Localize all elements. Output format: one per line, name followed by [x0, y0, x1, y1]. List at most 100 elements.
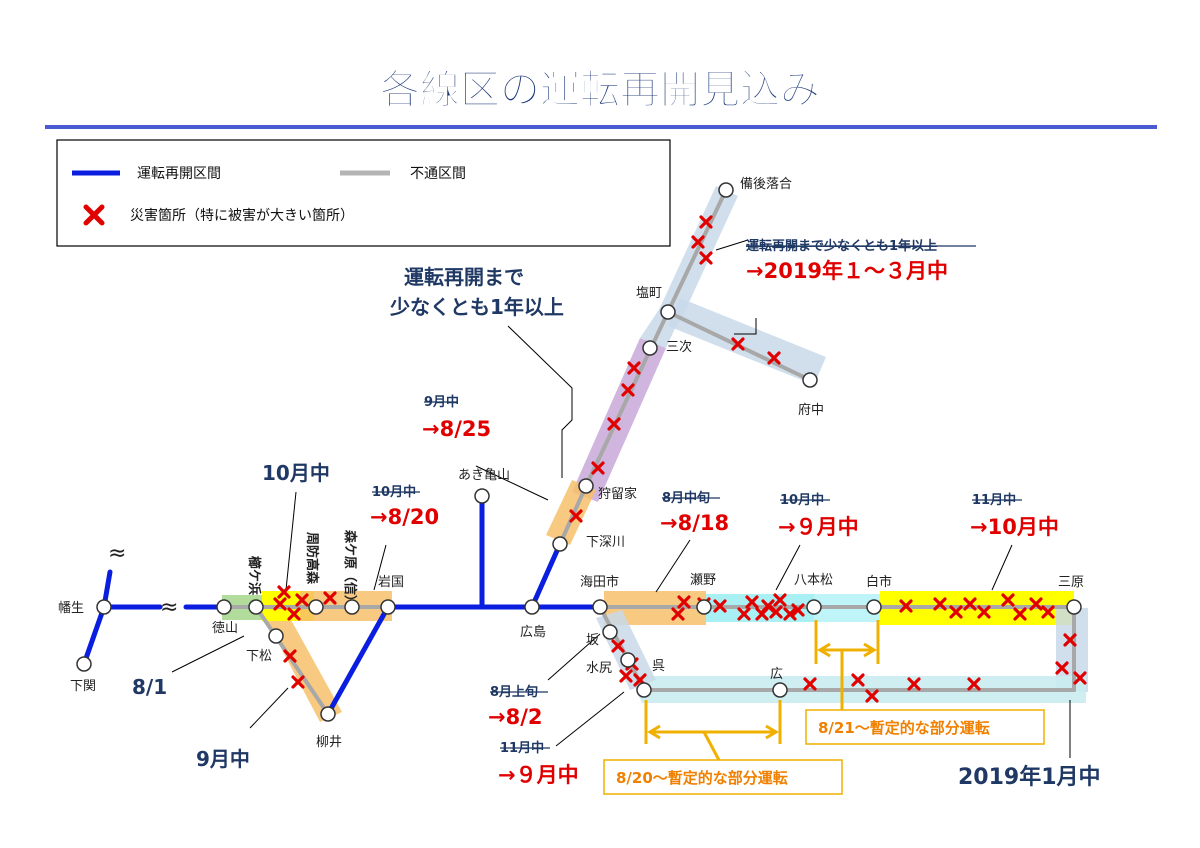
disaster-cross-icon: [621, 383, 635, 397]
disaster-cross-icon: [803, 677, 817, 691]
disaster-cross-icon: [607, 417, 621, 431]
station-label-kaitaichi: 海田市: [580, 574, 619, 590]
station-label-seno: 瀬野: [690, 573, 716, 588]
disaster-cross-icon: [1073, 671, 1087, 685]
legend-cross-icon: [83, 204, 105, 226]
note-partial-hachihonmatsu: 8/21～暫定的な部分運転: [818, 719, 990, 737]
note-sanyo-west: 10月中: [262, 461, 330, 485]
station-label-suokubara: 周防高森: [304, 532, 320, 585]
station-circle: [552, 536, 568, 552]
station-label-kure: 呉: [652, 659, 665, 674]
station-label-shimofukawa: 下深川: [586, 535, 625, 550]
disaster-cross-icon: [1001, 593, 1015, 607]
station-circle: [248, 599, 264, 615]
station-circle: [602, 624, 618, 640]
station-label-mizushiri: 水尻: [586, 661, 612, 676]
disaster-cross-icon: [699, 215, 713, 229]
station-label-fuchu: 府中: [798, 403, 824, 418]
disaster-cross-icon: [1063, 633, 1077, 647]
disaster-cross-icon: [283, 649, 297, 663]
disaster-cross-icon: [277, 585, 291, 599]
note-seno-new: →8/18: [660, 511, 729, 535]
station-circle: [620, 652, 636, 668]
station-label-shimonoseki: 下関: [70, 679, 96, 694]
station-circle: [76, 656, 92, 672]
disaster-cross-icon: [967, 677, 981, 691]
station-circle: [268, 628, 284, 644]
break-mark-west: ≈: [160, 595, 178, 620]
disaster-cross-icon: [791, 603, 805, 617]
disaster-cross-icon: [737, 607, 751, 621]
disaster-cross-icon: [745, 595, 759, 609]
section-bands: [222, 186, 1088, 722]
disaster-cross-icon: [591, 461, 605, 475]
disaster-cross-icon: [773, 593, 787, 607]
station-label-saka: 坂: [586, 633, 599, 648]
annotations: 運転再開まで少なくとも1年以上 →2019年１～３月中 運転再開まで 少なくとも…: [132, 238, 1101, 795]
station-label-hiro: 広: [770, 667, 783, 682]
note-yanai-line: 9月中: [196, 747, 250, 771]
disaster-cross-icon: [1055, 661, 1069, 675]
note-geibi-new: →2019年１～３月中: [746, 259, 948, 283]
station-label-mihara: 三原: [1058, 575, 1084, 590]
legend-reopened-label: 運転再開区間: [137, 166, 221, 182]
disaster-cross-icon: [627, 361, 641, 375]
partial-kure-box: [603, 759, 843, 795]
disaster-cross-icon: [569, 509, 583, 523]
disaster-cross-icon: [691, 235, 705, 249]
disaster-cross-icon: [767, 351, 781, 365]
station-label-miyoshi: 三次: [666, 339, 692, 355]
station-circle: [578, 478, 594, 494]
station-label-shiraichi: 白市: [866, 574, 892, 590]
disaster-cross-icon: [677, 595, 691, 609]
station-circle: [696, 599, 712, 615]
disaster-cross-icon: [783, 607, 797, 621]
page-title: 各線区の運転再開見込み: [380, 67, 820, 113]
station-label-hanyu: 幡生: [58, 601, 84, 616]
station-label-hachihonmatsu: 八本松: [794, 573, 833, 588]
station-circle: [718, 182, 734, 198]
legend-disaster-label: 災害箇所（特に被害が大きい箇所）: [130, 207, 354, 224]
station-label-bingo-ochiai: 備後落合: [740, 176, 792, 192]
disaster-cross-icon: [291, 675, 305, 689]
disaster-cross-icon: [287, 607, 301, 621]
closed-lines: [222, 188, 1076, 716]
station-circle: [866, 599, 882, 615]
note-mihara-kure: 2019年1月中: [958, 764, 1101, 790]
disaster-cross-icon: [699, 251, 713, 265]
disaster-cross-icon: [899, 599, 913, 613]
station-circle: [216, 599, 232, 615]
station-label-kushigahama: 櫛ケ浜: [246, 556, 262, 595]
disaster-cross-icon: [851, 673, 865, 687]
station-circle: [308, 599, 324, 615]
disaster-cross-icon: [1029, 597, 1043, 611]
disaster-cross-icon: [713, 599, 727, 613]
disaster-cross-icon: [755, 607, 769, 621]
station-label-hiroshima: 広島: [520, 625, 546, 640]
station-circle: [642, 340, 658, 356]
station-circle: [96, 599, 112, 615]
note-hachihonmatsu-new: →９月中: [778, 515, 859, 539]
disaster-cross-icon: [323, 591, 337, 605]
station-circle: [802, 372, 818, 388]
disaster-cross-icon: [907, 677, 921, 691]
legend-closed-label: 不通区間: [410, 166, 466, 182]
note-kabe-new: →8/25: [422, 417, 491, 441]
station-circle: [636, 682, 652, 698]
station-circle: [806, 599, 822, 615]
partial-hachihonmatsu-box: [805, 709, 1045, 745]
disaster-cross-icon: [731, 337, 745, 351]
station-label-iwakuni: 岩国: [378, 575, 404, 590]
disaster-cross-icon: [769, 605, 783, 619]
disaster-cross-icon: [611, 639, 625, 653]
station-label-karudoke: 狩留家: [598, 486, 637, 502]
break-mark-north: ≈: [108, 541, 126, 566]
note-partial-kure: 8/20～暫定的な部分運転: [616, 769, 788, 787]
station-circle: [772, 682, 788, 698]
station-label-morigahara: 森ケ原（信）: [342, 530, 358, 608]
legend: 運転再開区間 不通区間 災害箇所（特に被害が大きい箇所）: [56, 139, 671, 247]
station-circle: [592, 599, 608, 615]
note-sankou-line1: 運転再開まで: [404, 265, 524, 289]
station-label-tokuyama: 徳山: [212, 621, 238, 636]
